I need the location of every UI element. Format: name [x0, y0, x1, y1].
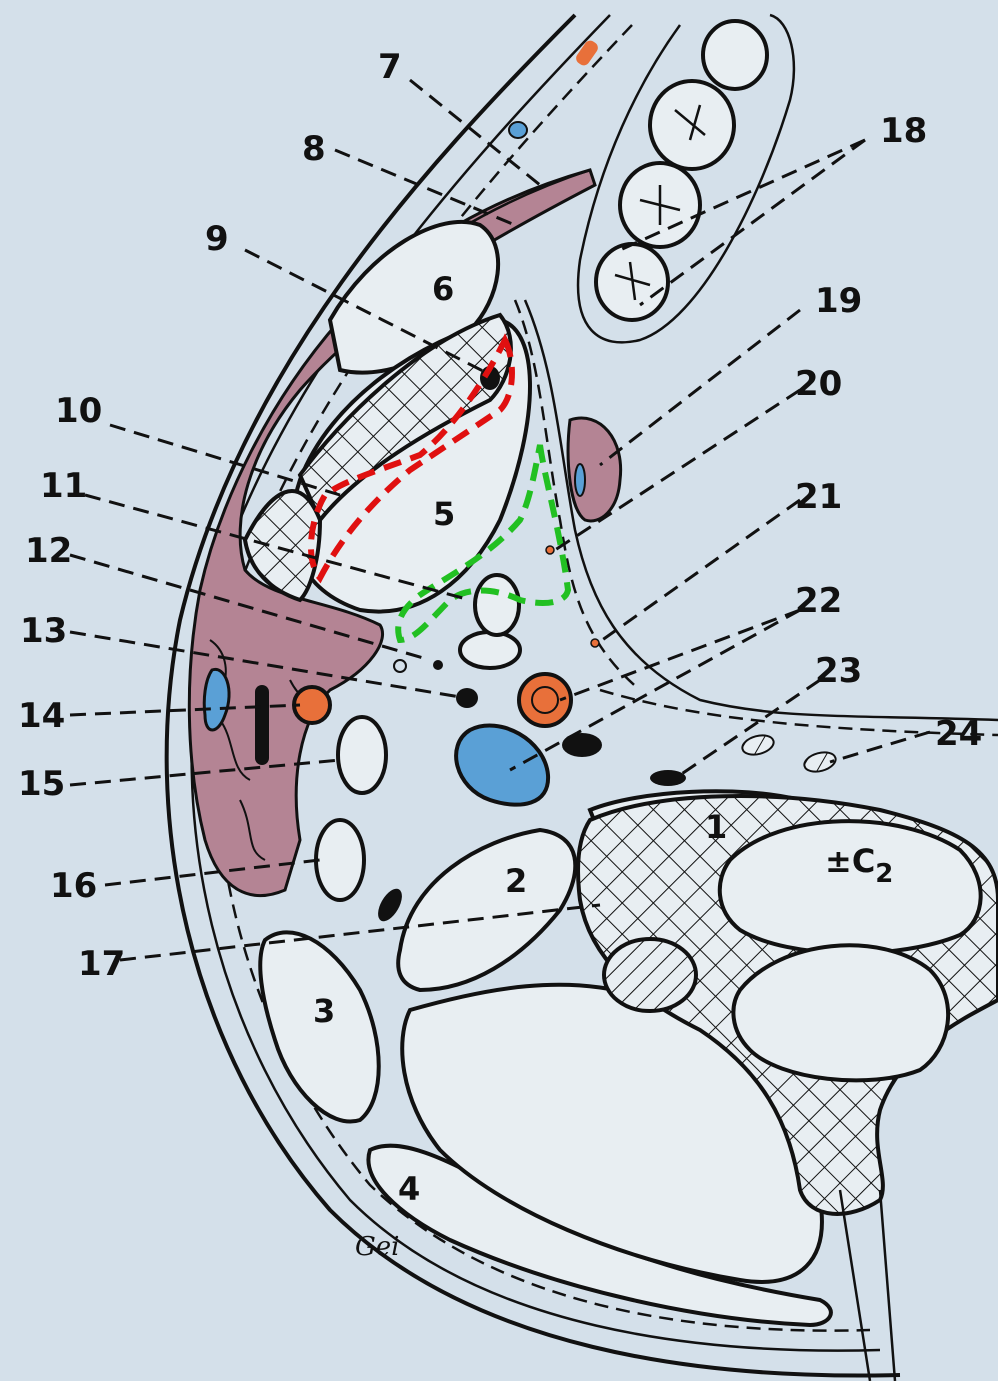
label-23: 23 — [815, 651, 862, 691]
label-20: 20 — [795, 364, 842, 404]
leader-19 — [600, 310, 800, 465]
label-8: 8 — [302, 129, 326, 169]
leader-8 — [335, 150, 515, 225]
articular-process — [604, 939, 696, 1011]
muscle-16 — [316, 820, 364, 900]
label-17: 17 — [78, 944, 125, 984]
leader-24 — [830, 732, 930, 762]
label-19: 19 — [815, 281, 862, 321]
label-3: 3 — [313, 992, 335, 1030]
artist-signature: Gei — [355, 1232, 399, 1262]
label-11: 11 — [40, 466, 87, 506]
small-muscle-b — [475, 575, 519, 635]
label-13: 13 — [20, 611, 67, 651]
muscle-15 — [338, 717, 386, 793]
label-9: 9 — [205, 219, 229, 259]
internal-jugular-vein — [456, 726, 548, 805]
label-vertebra-sub: 2 — [875, 859, 893, 889]
label-15: 15 — [18, 764, 65, 804]
vertebral-body — [720, 821, 981, 953]
nerve-bundles-24 — [740, 732, 838, 775]
label-1: 1 — [705, 808, 727, 846]
label-16: 16 — [50, 866, 97, 906]
label-6: 6 — [432, 270, 454, 308]
label-12: 12 — [25, 531, 72, 571]
label-14: 14 — [18, 696, 65, 736]
tooth-1 — [703, 21, 767, 89]
label-2: 2 — [505, 862, 527, 900]
label-4: 4 — [398, 1170, 420, 1208]
label-18: 18 — [880, 111, 927, 151]
vertebral-canal — [733, 945, 948, 1080]
label-10: 10 — [55, 391, 102, 431]
label-21: 21 — [795, 477, 842, 517]
label-5: 5 — [433, 495, 455, 533]
label-22: 22 — [795, 581, 842, 621]
leader-22b — [560, 610, 800, 700]
teeth — [578, 15, 794, 342]
small-muscle-a — [460, 632, 520, 668]
label-24: 24 — [935, 714, 982, 754]
leader-23 — [680, 680, 820, 775]
label-7: 7 — [378, 47, 402, 87]
